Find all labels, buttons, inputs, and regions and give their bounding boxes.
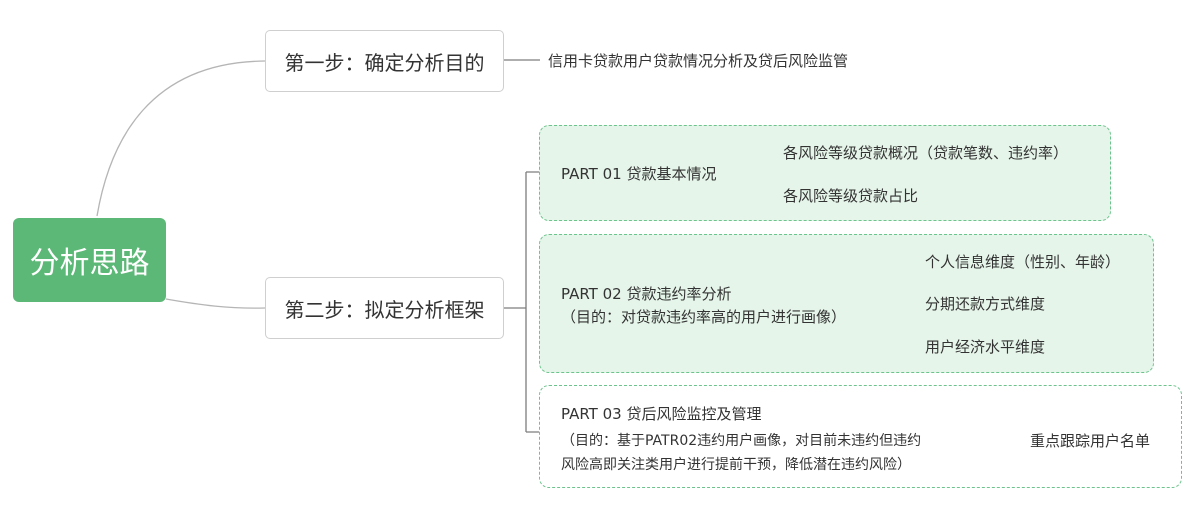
part03-box [539, 385, 1182, 488]
step1-label: 第一步：确定分析目的 [284, 50, 485, 75]
part03-note-line1: （目的：基于PATR02违约用户画像，对目前未违约但违约 [561, 433, 922, 449]
part02-leaf-1[interactable]: 个人信息维度（性别、年龄） [925, 253, 1121, 271]
root-node[interactable]: 分析思路 [13, 218, 166, 302]
part01-leaf-2[interactable]: 各风险等级贷款占比 [783, 187, 919, 205]
part03-leaf[interactable]: 重点跟踪用户名单 [1030, 432, 1151, 450]
part01-leaf-1[interactable]: 各风险等级贷款概况（贷款笔数、违约率） [783, 144, 1069, 162]
part02-leaf-3[interactable]: 用户经济水平维度 [925, 338, 1046, 356]
part02-note: （目的：对贷款违约率高的用户进行画像） [561, 308, 847, 326]
root-to-step2-connector [165, 298, 266, 309]
part03-title[interactable]: PART 03 贷后风险监控及管理 [561, 405, 762, 423]
step2-label: 第二步：拟定分析框架 [284, 297, 485, 322]
part02-leaf-2[interactable]: 分期还款方式维度 [925, 295, 1046, 313]
step2-node[interactable]: 第二步：拟定分析框架 [265, 277, 504, 339]
part01-box [539, 125, 1111, 221]
part02-title[interactable]: PART 02 贷款违约率分析 [561, 285, 732, 303]
step1-node[interactable]: 第一步：确定分析目的 [265, 30, 504, 92]
part02-box [539, 234, 1154, 373]
part03-note-line2: 风险高即关注类用户进行提前干预，降低潜在违约风险） [561, 457, 911, 473]
step1-leaf: 信用卡贷款用户贷款情况分析及贷后风险监管 [548, 52, 849, 70]
root-label: 分析思路 [29, 246, 150, 281]
part01-title[interactable]: PART 01 贷款基本情况 [561, 165, 717, 183]
root-to-step1-connector [96, 60, 266, 217]
